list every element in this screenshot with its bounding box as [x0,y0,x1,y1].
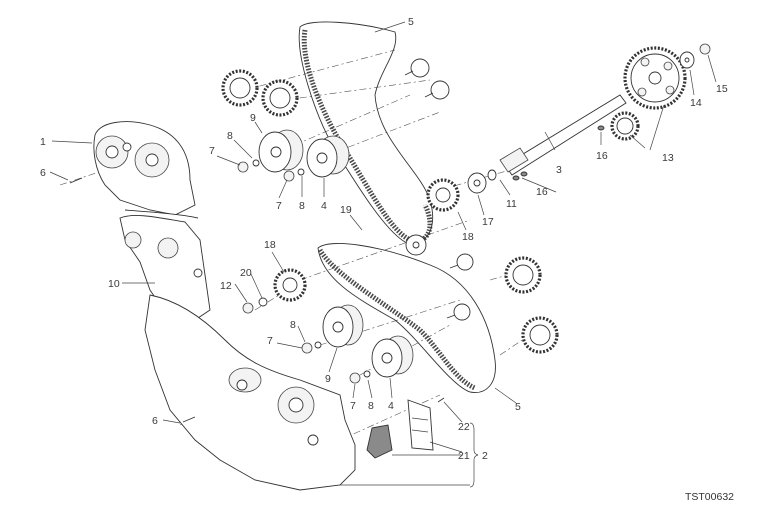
callout-leaders [49,21,717,488]
callout-3: 3 [556,164,562,176]
tensioner-bolts [404,58,474,321]
callout-11: 11 [506,198,517,210]
timing-belt-lower [317,243,496,393]
callout-8-upper-right: 8 [299,200,305,212]
callout-7-lower-left: 7 [267,335,273,347]
callout-7-lower-right: 7 [350,400,356,412]
camshaft-pulleys-upper [221,69,299,117]
idler-rollers-lower [322,304,414,378]
callout-17: 17 [482,216,494,228]
shaft-pulley-assembly [405,169,497,256]
callout-9-lower: 9 [325,373,331,385]
callout-2: 2 [482,450,488,462]
callout-4-upper: 4 [321,200,327,212]
callout-13: 13 [662,152,674,164]
callout-15: 15 [716,83,728,95]
callout-16-upper: 16 [596,150,608,162]
callout-18-upper: 18 [462,231,474,243]
callout-8-lower-right: 8 [368,400,374,412]
callout-7-upper-left: 7 [209,145,215,157]
callout-7-upper-right: 7 [276,200,282,212]
jackshaft-assembly [499,43,711,181]
callout-labels: 1 6 10 7 8 9 7 8 4 5 19 3 13 14 15 16 16… [40,16,728,462]
idler-rollers-upper [258,129,350,178]
callout-8-lower-left: 8 [290,319,296,331]
drawing-code: TST00632 [684,491,734,503]
callout-19: 19 [340,204,352,216]
callout-16-lower: 16 [536,186,548,198]
callout-14: 14 [690,97,702,109]
callout-5-lower: 5 [515,401,521,413]
callout-12: 12 [220,280,232,292]
callout-5-upper: 5 [408,16,414,28]
callout-4-lower: 4 [388,400,394,412]
callout-1: 1 [40,136,46,148]
callout-18-lower: 18 [264,239,276,251]
camshaft-pulleys-lower [504,256,559,354]
timing-belt-upper [298,21,434,244]
callout-6-upper: 6 [40,167,46,179]
upper-timing-cover [93,121,199,219]
screws [69,177,445,423]
callout-10: 10 [108,278,120,290]
callout-9-upper: 9 [250,112,256,124]
callout-20: 20 [240,267,252,279]
callout-21: 21 [458,450,470,462]
bracket-and-pad [366,399,434,459]
nuts-and-washers [237,159,371,384]
callout-6-lower: 6 [152,415,158,427]
lower-pulley-assembly [273,268,307,302]
callout-22: 22 [458,421,470,433]
callout-8-upper-left: 8 [227,130,233,142]
lower-timing-cover [144,294,356,491]
